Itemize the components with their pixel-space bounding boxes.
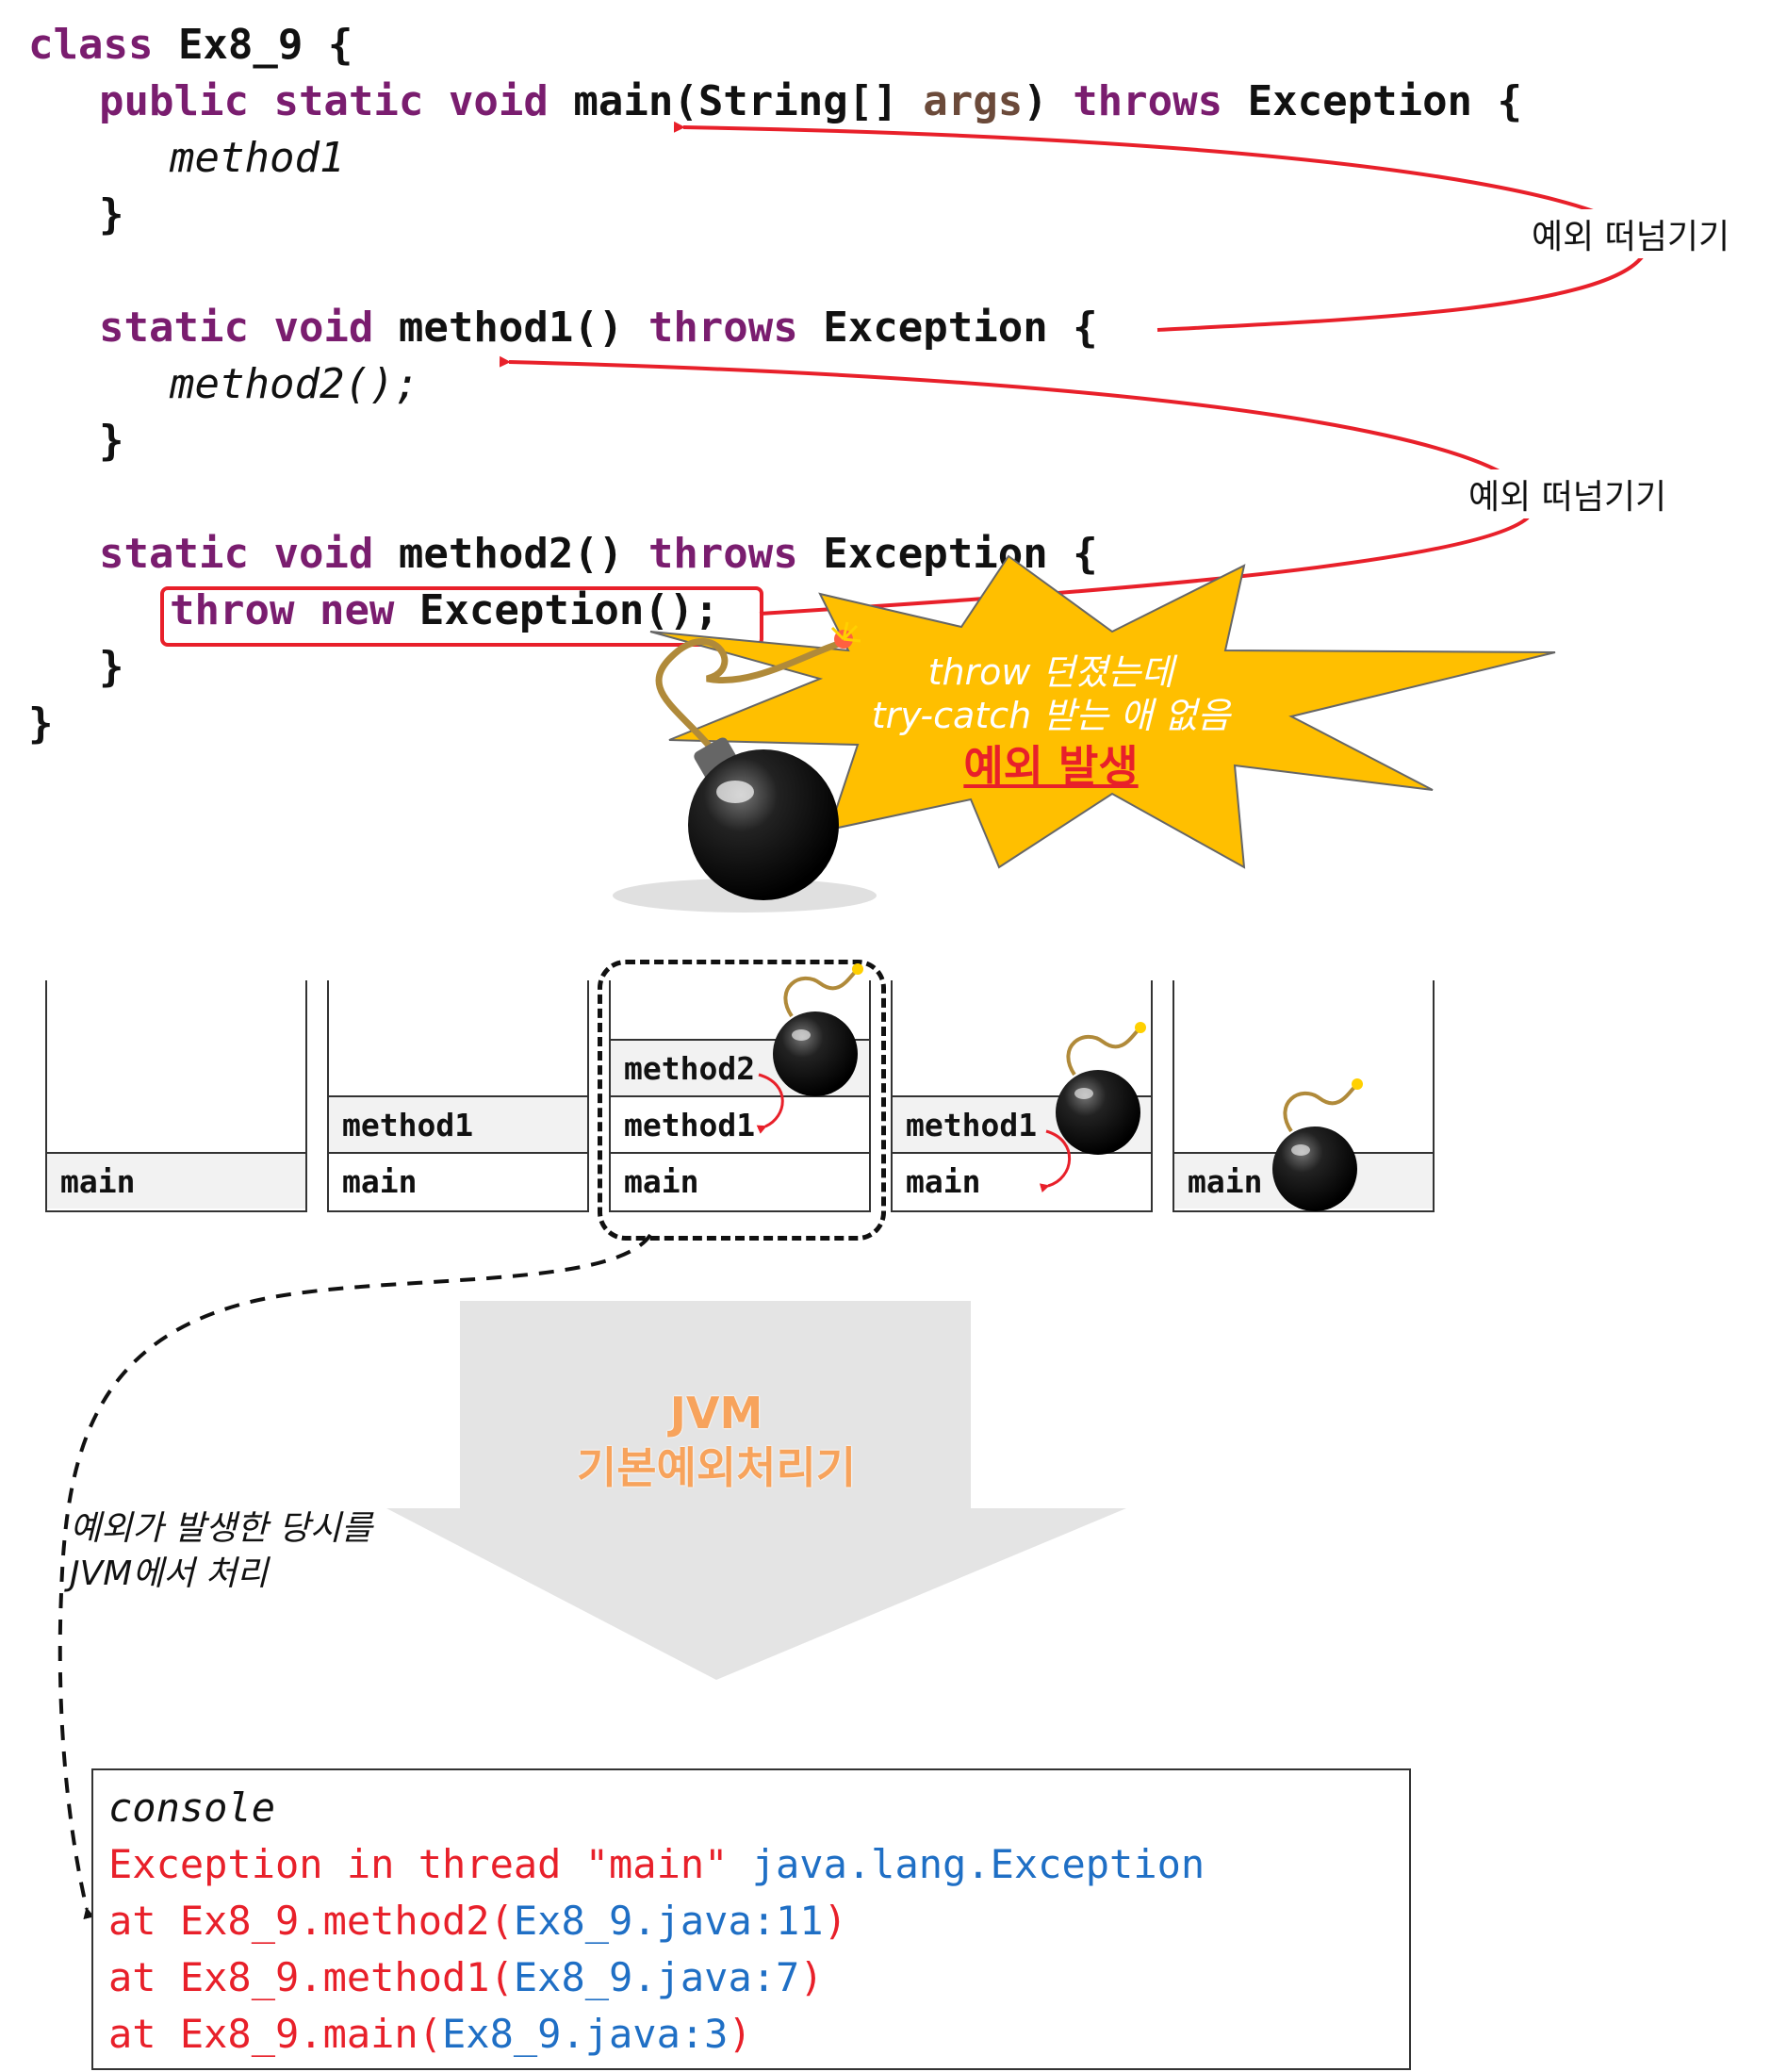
console-text-red: at Ex8_9.method2(: [108, 1898, 514, 1944]
stack-frame: main: [611, 1152, 869, 1209]
code-line-9-throw: throw new Exception();: [170, 583, 719, 639]
code-line-2: public static void main(String[] args) t…: [99, 74, 1522, 130]
stack-3-dashed-highlight: [598, 960, 886, 1241]
bomb-icon: [1272, 1078, 1363, 1211]
keyword-void: void: [273, 304, 374, 352]
jvm-label: JVM 기본예외처리기: [509, 1386, 924, 1495]
call-stack-4: method1 main: [891, 980, 1153, 1212]
burst-line-1: throw 던졌는데: [927, 651, 1174, 693]
jvm-note: 예외가 발생한 당시를 JVM에서 처리: [70, 1506, 372, 1597]
console-text-blue: java.lang.Exception: [751, 1841, 1205, 1887]
code-brace-4: }: [28, 699, 54, 748]
jvm-down-arrow: [386, 1301, 1126, 1680]
jvm-note-line-1: 예외가 발생한 당시를: [70, 1506, 372, 1552]
keyword-void: void: [273, 530, 374, 578]
method2-signature: method2(): [373, 530, 648, 578]
console-panel: console Exception in thread "main" java.…: [91, 1768, 1411, 2070]
pass-exception-label-1: 예외 떠넘기기: [1532, 209, 1730, 258]
code-line-6: method2();: [170, 360, 419, 408]
bomb-icon: [613, 621, 877, 913]
stack-frame: main: [329, 1152, 587, 1209]
console-line-1: Exception in thread "main" java.lang.Exc…: [108, 1836, 1409, 1893]
method1-signature: method1(): [373, 304, 648, 352]
exception-constructor: Exception();: [394, 586, 719, 634]
code-line-8: static void method2() throws Exception {: [99, 526, 1098, 583]
throw-highlight-box: [160, 586, 763, 647]
keyword-new: new: [319, 586, 395, 634]
console-title: console: [108, 1784, 276, 1831]
bomb-icon: [1056, 1022, 1146, 1155]
burst-line-2: try-catch 받는 애 없음: [871, 695, 1231, 736]
call-stack-2: method1 main: [327, 980, 589, 1212]
code-line-5: static void method1() throws Exception {: [99, 300, 1098, 356]
call-stack-1: main: [45, 980, 307, 1212]
console-text-red: at Ex8_9.main(: [108, 2011, 443, 2057]
call-stack-3: method2 method1 main: [609, 980, 871, 1212]
stack-arrow-method2-to-method1: [756, 1073, 784, 1134]
keyword-static: static: [99, 304, 249, 352]
keyword-static: static: [273, 77, 424, 125]
console-line-3: at Ex8_9.method1(Ex8_9.java:7): [108, 1949, 1409, 2006]
paren-close: ): [1023, 77, 1074, 125]
console-text-red: Exception in thread "main": [108, 1841, 752, 1887]
code-brace-2: }: [99, 417, 124, 465]
console-line-4: at Ex8_9.main(Ex8_9.java:3): [108, 2006, 1409, 2063]
code-brace-1: }: [99, 190, 124, 238]
class-name: Ex8_9 {: [153, 21, 353, 69]
stack-arrow-method1-to-main: [1039, 1129, 1072, 1193]
param-args: args: [923, 77, 1024, 125]
burst-line-3: 예외 발생: [963, 741, 1139, 792]
stack-frame: method1: [329, 1095, 587, 1152]
keyword-throws: throws: [648, 530, 798, 578]
exception-decl: Exception {: [1222, 77, 1523, 125]
bomb-icon: [773, 963, 863, 1096]
stack-frame: main: [47, 1152, 305, 1209]
console-text-red: ): [799, 1954, 824, 2000]
console-text-red: ): [728, 2011, 752, 2057]
keyword-throw: throw: [170, 586, 295, 634]
keyword-throws: throws: [1073, 77, 1223, 125]
jvm-note-line-2: JVM에서 처리: [70, 1552, 372, 1597]
jvm-line-2: 기본예외처리기: [576, 1442, 857, 1493]
burst-text: throw 던졌는데 try-catch 받는 애 없음 예외 발생: [829, 650, 1272, 796]
exception-decl: Exception {: [797, 304, 1098, 352]
keyword-static: static: [99, 530, 249, 578]
console-text-blue: Ex8_9.java:11: [513, 1898, 824, 1944]
code-brace-3: }: [99, 643, 124, 691]
keyword-throws: throws: [648, 304, 798, 352]
console-text-blue: Ex8_9.java:7: [513, 1954, 800, 2000]
console-text-blue: Ex8_9.java:3: [442, 2011, 729, 2057]
keyword-public: public: [99, 77, 249, 125]
code-line-1: class Ex8_9 {: [28, 17, 353, 74]
code-line-3: method1: [170, 134, 345, 182]
keyword-class: class: [28, 21, 154, 69]
stack-frame: method1: [611, 1095, 869, 1152]
stack-bombs: [756, 963, 1363, 1211]
stack-frame: method2: [611, 1039, 869, 1095]
keyword-void: void: [448, 77, 549, 125]
arrow-method1-to-main: [673, 121, 1648, 332]
jvm-line-1: JVM: [669, 1388, 763, 1439]
stack-frame: main: [893, 1152, 1151, 1209]
main-signature: main(String[]: [548, 77, 924, 125]
pass-exception-label-2: 예외 떠넘기기: [1468, 469, 1667, 518]
stack-frame: method1: [893, 1095, 1151, 1152]
console-text-red: at Ex8_9.method1(: [108, 1954, 514, 2000]
jvm-dashed-path: [57, 1233, 652, 1920]
console-text-red: ): [823, 1898, 847, 1944]
console-line-2: at Ex8_9.method2(Ex8_9.java:11): [108, 1893, 1409, 1949]
